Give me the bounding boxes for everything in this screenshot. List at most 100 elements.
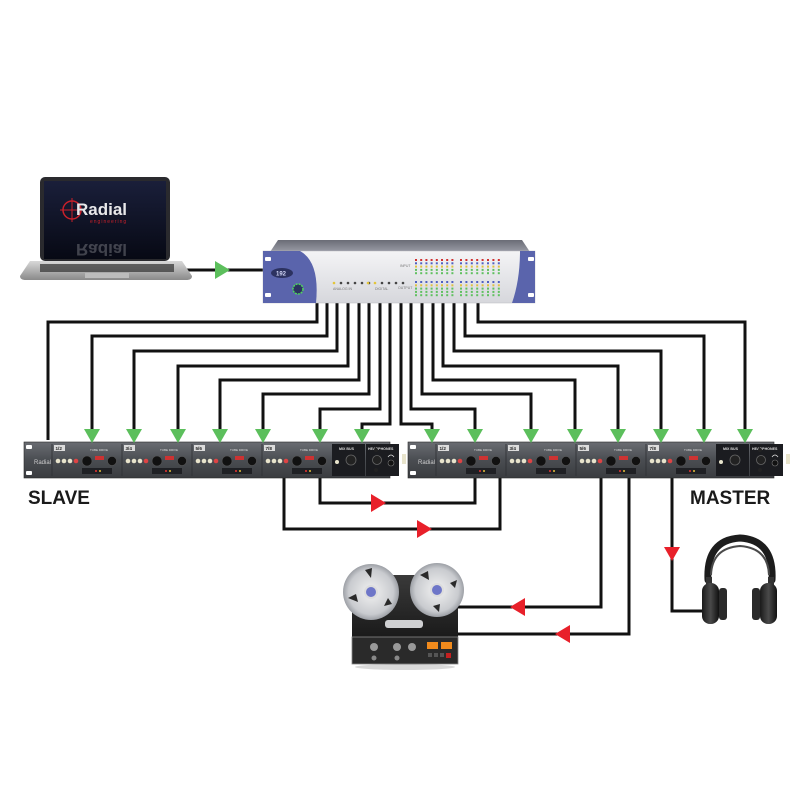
switch-button[interactable]	[201, 458, 207, 464]
meter-segment	[492, 265, 495, 268]
transport-button[interactable]	[428, 653, 432, 657]
switch-button[interactable]	[207, 458, 213, 464]
tape-knob[interactable]	[394, 655, 400, 661]
switch-button[interactable]	[527, 458, 533, 464]
drive-knob[interactable]	[291, 455, 303, 467]
meter-segment	[446, 284, 449, 287]
power-switch[interactable]	[786, 454, 790, 464]
transport-button[interactable]	[440, 653, 444, 657]
switch-button[interactable]	[649, 458, 655, 464]
meter-segment	[470, 290, 473, 293]
switch-button[interactable]	[597, 458, 603, 464]
drive-knob[interactable]	[605, 455, 617, 467]
record-button[interactable]	[446, 653, 451, 658]
cable	[46, 303, 319, 440]
rack-screw	[374, 468, 378, 472]
rack-screw	[758, 448, 762, 452]
meter-segment	[460, 284, 462, 287]
drive-knob[interactable]	[535, 455, 547, 467]
switch-button[interactable]	[131, 458, 137, 464]
headphone-level-knob[interactable]	[372, 455, 382, 465]
switch-button[interactable]	[125, 458, 131, 464]
power-button[interactable]	[292, 283, 304, 295]
switch-button[interactable]	[195, 458, 201, 464]
meter-segment	[451, 287, 454, 290]
meter-segment	[465, 259, 468, 261]
meter-segment	[465, 287, 468, 290]
switch-button[interactable]	[265, 458, 271, 464]
switch-button[interactable]	[655, 458, 661, 464]
cable	[441, 303, 620, 440]
level-knob[interactable]	[491, 456, 501, 466]
level-knob[interactable]	[701, 456, 711, 466]
tape-knob[interactable]	[370, 643, 378, 651]
rack-brand: Radial	[34, 460, 51, 466]
drive-knob[interactable]	[465, 455, 477, 467]
meter-segment	[415, 281, 417, 283]
switch-button[interactable]	[457, 458, 463, 464]
level-knob[interactable]	[177, 456, 187, 466]
switch-button[interactable]	[213, 458, 219, 464]
drive-knob[interactable]	[81, 455, 93, 467]
power-switch[interactable]	[402, 454, 406, 464]
switch-button[interactable]	[521, 458, 527, 464]
mix-bus-switch[interactable]	[719, 460, 723, 464]
drive-knob[interactable]	[221, 455, 233, 467]
meter-segment	[497, 272, 500, 275]
tape-knob[interactable]	[408, 643, 416, 651]
switch-button[interactable]	[271, 458, 277, 464]
switch-button[interactable]	[591, 458, 597, 464]
tube-indicator	[235, 456, 244, 460]
switch-button[interactable]	[661, 458, 667, 464]
mix-bus-knob[interactable]	[345, 454, 357, 466]
meter-segment	[487, 294, 489, 297]
switch-button[interactable]	[667, 458, 673, 464]
drive-knob[interactable]	[151, 455, 163, 467]
switch-button[interactable]	[73, 458, 79, 464]
tape-knob[interactable]	[371, 655, 377, 661]
cable	[261, 303, 371, 440]
module-label: TUBE DRIVE	[160, 448, 178, 452]
arrow-down-icon	[467, 429, 483, 443]
level-knob[interactable]	[317, 456, 327, 466]
headphone-jack[interactable]	[771, 459, 779, 467]
switch-button[interactable]	[579, 458, 585, 464]
level-knob[interactable]	[247, 456, 257, 466]
mix-bus-switch[interactable]	[335, 460, 339, 464]
switch-button[interactable]	[143, 458, 149, 464]
meter-segment	[425, 259, 428, 261]
transport-button[interactable]	[434, 653, 438, 657]
switch-button[interactable]	[283, 458, 289, 464]
drive-knob[interactable]	[675, 455, 687, 467]
headphone-level-knob[interactable]	[756, 455, 766, 465]
switch-button[interactable]	[585, 458, 591, 464]
switch-button[interactable]	[451, 458, 457, 464]
meter-segment	[420, 268, 423, 271]
rack-screw	[374, 448, 378, 452]
switch-button[interactable]	[61, 458, 67, 464]
switch-button[interactable]	[439, 458, 445, 464]
switch-button[interactable]	[445, 458, 451, 464]
meter-segment	[415, 287, 417, 290]
level-knob[interactable]	[561, 456, 571, 466]
cable	[176, 303, 350, 440]
level-knob[interactable]	[631, 456, 641, 466]
meter-segment	[470, 259, 473, 261]
level-knob[interactable]	[107, 456, 117, 466]
switch-button[interactable]	[55, 458, 61, 464]
tape-head-cover	[385, 620, 423, 628]
headphone-jack[interactable]	[387, 459, 395, 467]
channel-badge	[438, 445, 449, 451]
mix-bus-knob[interactable]	[729, 454, 741, 466]
channel-pair-label: 5/6	[580, 446, 587, 451]
meter-segment	[441, 281, 443, 283]
switch-button[interactable]	[277, 458, 283, 464]
meter-segment	[451, 284, 454, 287]
tape-knob[interactable]	[393, 643, 401, 651]
switch-button[interactable]	[509, 458, 515, 464]
arrow-right-icon	[215, 261, 230, 279]
switch-button[interactable]	[67, 458, 73, 464]
interface-level-meters	[415, 259, 500, 297]
switch-button[interactable]	[137, 458, 143, 464]
switch-button[interactable]	[515, 458, 521, 464]
